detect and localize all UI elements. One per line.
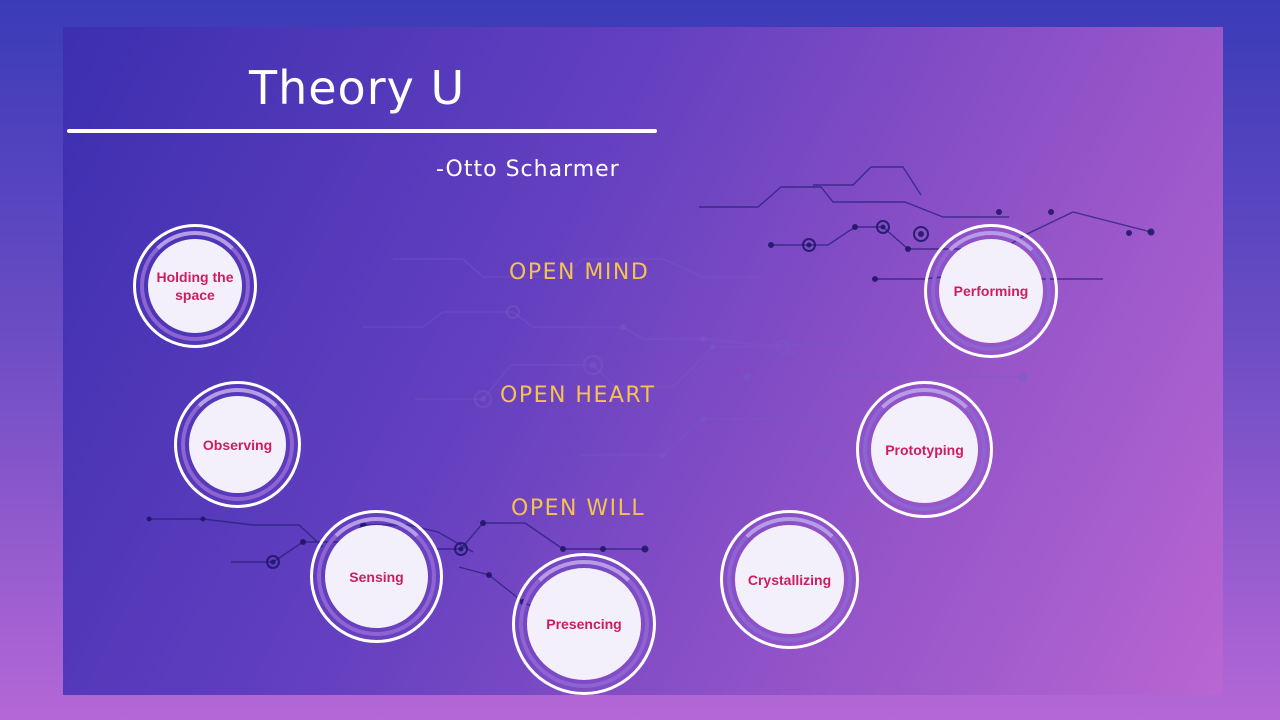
- node-label: Crystallizing: [747, 571, 832, 588]
- node-sensing[interactable]: Sensing: [310, 510, 443, 643]
- node-label: Performing: [953, 283, 1029, 299]
- node-disc: Presencing: [527, 568, 641, 680]
- title-underline: [67, 129, 657, 133]
- node-holding-the-space[interactable]: Holding the space: [133, 224, 257, 348]
- node-ring: [727, 517, 852, 642]
- node-observing[interactable]: Observing: [174, 381, 301, 508]
- node-disc: Observing: [189, 396, 286, 493]
- author-credit: -Otto Scharmer: [436, 157, 620, 182]
- node-performing[interactable]: Performing: [924, 224, 1058, 358]
- node-ring: [317, 517, 436, 636]
- node-label: Prototyping: [885, 441, 964, 458]
- node-disc: Sensing: [325, 525, 428, 628]
- node-ring: [181, 388, 294, 501]
- node-ring: [863, 388, 986, 511]
- level-open-will: OPEN WILL: [511, 496, 646, 521]
- node-label: Presencing: [546, 616, 622, 632]
- node-label: Observing: [202, 436, 273, 453]
- node-ring: [140, 231, 250, 341]
- level-open-heart: OPEN HEART: [500, 383, 656, 408]
- node-presencing[interactable]: Presencing: [512, 553, 656, 695]
- node-disc: Performing: [939, 239, 1043, 343]
- node-ring: [931, 231, 1051, 351]
- node-label: Holding the space: [156, 269, 234, 303]
- node-disc: Crystallizing: [735, 525, 844, 634]
- page-title: Theory U: [249, 61, 466, 115]
- node-prototyping[interactable]: Prototyping: [856, 381, 993, 518]
- node-label: Sensing: [349, 568, 404, 585]
- node-disc: Prototyping: [871, 396, 978, 503]
- level-open-mind: OPEN MIND: [509, 260, 650, 285]
- node-ring: [519, 560, 649, 688]
- node-crystallizing[interactable]: Crystallizing: [720, 510, 859, 649]
- slide: Theory U -Otto Scharmer OPEN MIND OPEN H…: [63, 27, 1223, 695]
- node-disc: Holding the space: [148, 239, 242, 333]
